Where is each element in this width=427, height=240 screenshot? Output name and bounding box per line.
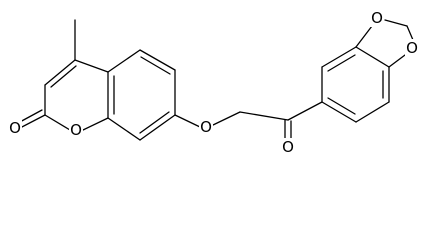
bond-ar2-ar3-double (327, 54, 356, 72)
bond-c7-c8 (139, 114, 176, 141)
bond-ar6-ar1 (321, 101, 357, 123)
bond-ar6-ar1-double (327, 97, 356, 115)
bond-o-ether-ch2 (212, 111, 241, 126)
bond-c4-c4a (74, 59, 109, 73)
bond-ch2-o-bottom (406, 25, 414, 41)
atom-label-dioxole-oxygen-top: O (371, 9, 383, 27)
bond-ar3-ar4 (355, 46, 390, 68)
bond-ar3-o-dioxole-top (355, 25, 373, 48)
bond-c-ketone-aryl (287, 101, 323, 121)
bond-ch2-c-ketone (239, 111, 289, 121)
bond-c2-o-carbonyl (19, 114, 46, 129)
bond-c7-c8-double (139, 111, 170, 134)
bond-c5-c6 (139, 49, 176, 71)
atom-label-dioxole-oxygen-bottom: O (406, 39, 418, 57)
structure-diagram: O O O O O O (8, 9, 419, 156)
bond-o-top-ch2 (384, 19, 408, 27)
bond-ar2-ar3 (321, 46, 357, 68)
atom-label-ring-oxygen: O (70, 121, 82, 139)
bond-c8-c8a (107, 117, 141, 141)
atom-label-ketone-oxygen: O (282, 138, 294, 156)
bond-c7-o-ether (174, 114, 201, 128)
bond-c8a-o1 (82, 117, 109, 131)
bond-ar5-ar6 (355, 101, 390, 123)
atom-label-ether-oxygen: O (200, 118, 212, 136)
bond-c3-c4 (44, 59, 76, 86)
bond-c3-c4-double (50, 65, 77, 88)
atom-label-carbonyl-oxygen: O (9, 119, 21, 137)
bond-o-bottom-ar4 (388, 54, 406, 68)
bond-c4a-c5 (107, 49, 141, 73)
bond-o1-c2 (44, 114, 71, 131)
bond-c5-c6-double (140, 56, 171, 75)
molecule-structure-canvas: O O O O O O (8, 9, 419, 156)
